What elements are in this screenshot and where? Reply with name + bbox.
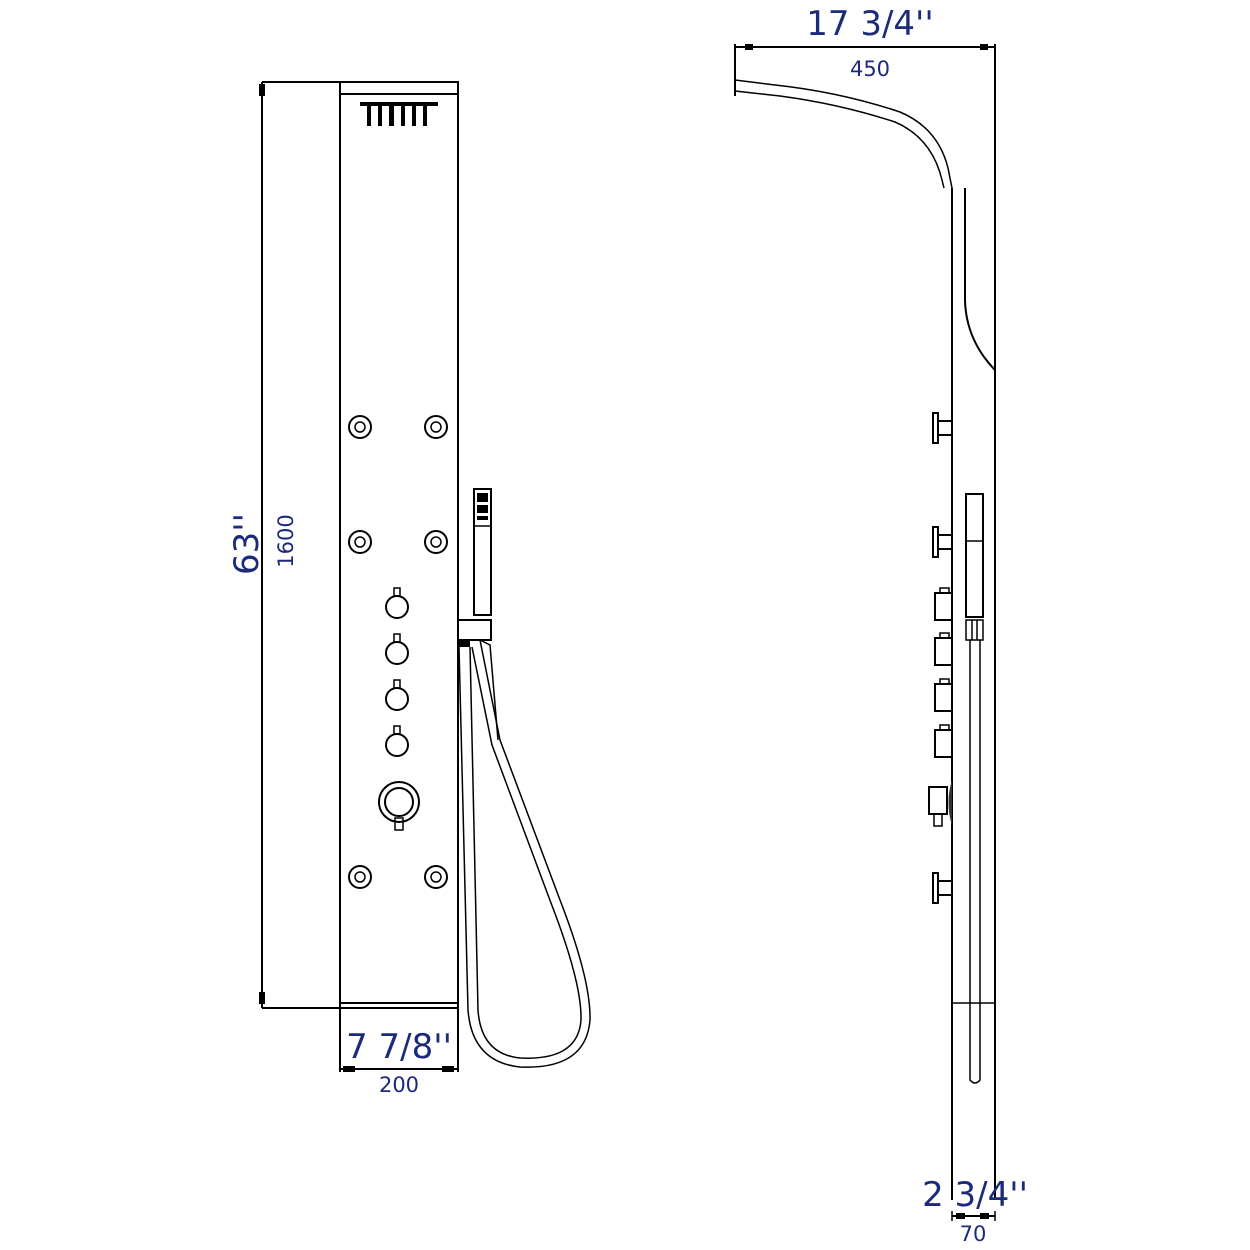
diverter-knob-icon [385, 679, 409, 711]
hand-shower-icon [457, 488, 492, 647]
body-jet-side-icon [932, 412, 953, 444]
top-depth-metric-label: 450 [849, 57, 891, 81]
body-jet-icon [424, 530, 448, 554]
curved-arm-column [734, 79, 996, 1200]
top-depth-imperial-label: 17 3/4'' [806, 4, 934, 44]
side-depth-imperial-label: 2 3/4'' [922, 1175, 1028, 1215]
diverter-knob-side-icon [934, 587, 953, 621]
height-imperial-label: 63'' [227, 513, 267, 575]
diverter-knob-icon [385, 587, 409, 619]
width-dimension-line [339, 1008, 459, 1072]
thermostatic-control-icon [378, 781, 420, 831]
hose-icon [458, 639, 591, 1068]
diverter-knob-side-icon [934, 632, 953, 666]
side-depth-dimension-line [951, 1160, 996, 1221]
body-jet-icon [348, 530, 372, 554]
front-view [259, 81, 591, 1072]
body-jet-icon [348, 415, 372, 439]
height-dimension-line [259, 81, 340, 1009]
side-depth-metric-label: 70 [959, 1222, 987, 1246]
front-width-imperial-label: 7 7/8'' [346, 1027, 452, 1067]
body-jet-icon [424, 415, 448, 439]
thermostatic-control-side-icon [928, 780, 952, 827]
top-depth-dimension-line [734, 44, 996, 1200]
front-width-metric-label: 200 [378, 1073, 420, 1097]
body-jet-side-icon [932, 526, 953, 558]
side-view [734, 44, 996, 1221]
body-jet-side-icon [932, 872, 953, 904]
body-jet-icon [424, 865, 448, 889]
rain-head-icon [360, 102, 438, 126]
diverter-knob-side-icon [934, 678, 953, 712]
hand-shower-side-icon [965, 493, 984, 1084]
diverter-knob-icon [385, 725, 409, 757]
diverter-knob-icon [385, 633, 409, 665]
diverter-knob-side-icon [934, 724, 953, 758]
height-metric-label: 1600 [274, 514, 298, 568]
panel-body [339, 81, 459, 1009]
body-jet-icon [348, 865, 372, 889]
